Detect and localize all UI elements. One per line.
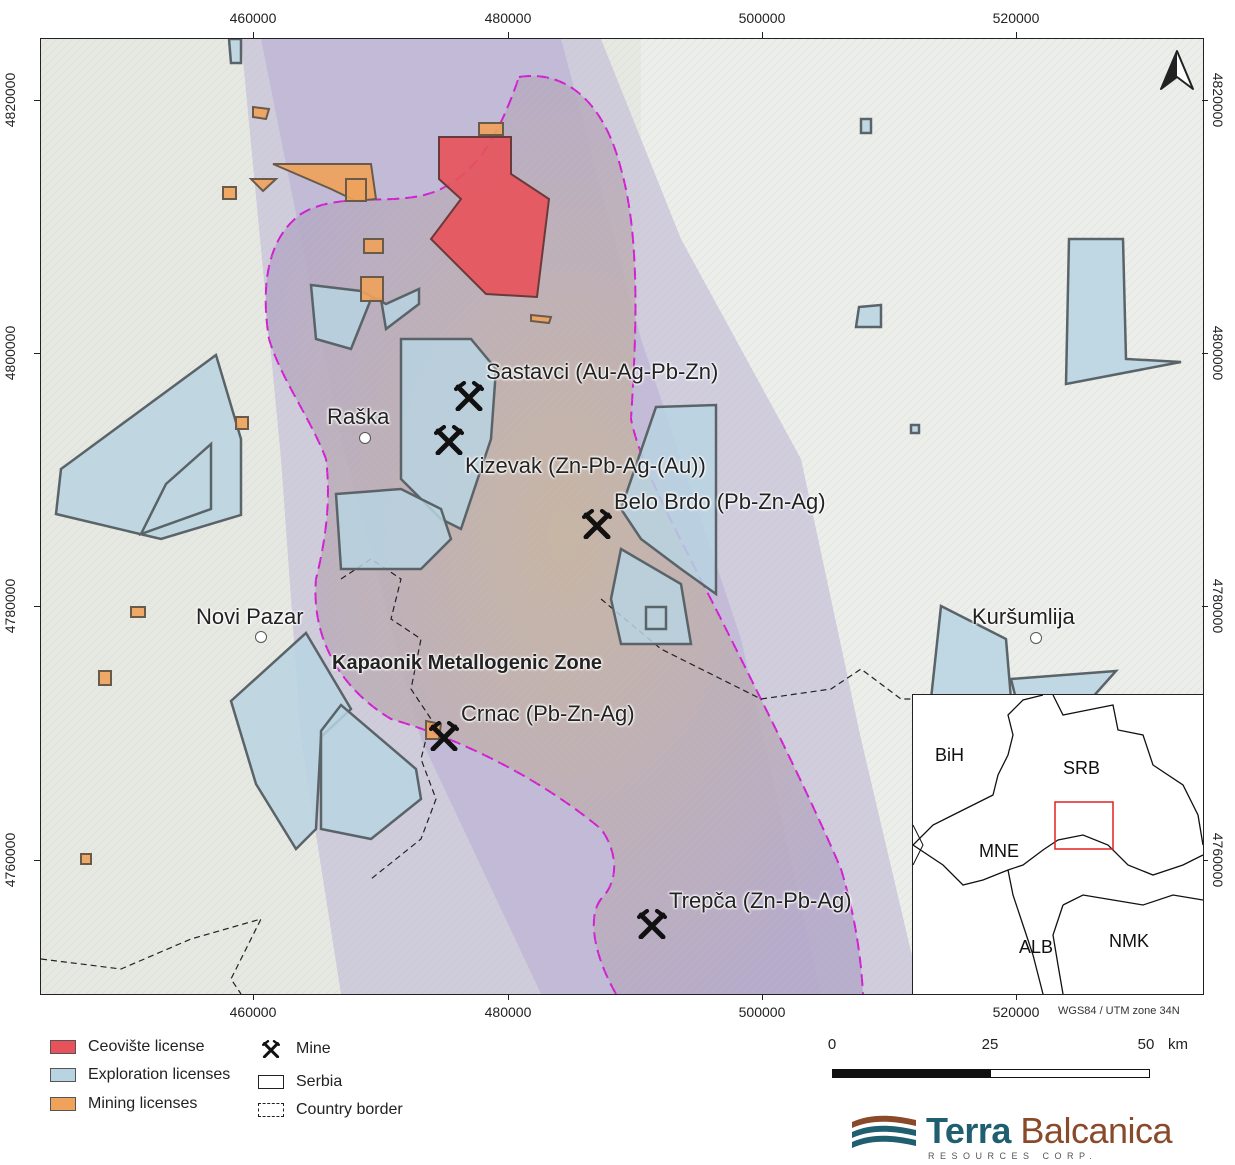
mine-icon[interactable] (454, 381, 484, 411)
inset-label-srb: SRB (1063, 758, 1101, 778)
border-line (913, 834, 1203, 886)
scale-bar-segment (832, 1069, 992, 1078)
x-tick-label: 520000 (992, 1004, 1040, 1020)
scale-bar-segment (990, 1069, 1150, 1078)
scale-label: 25 (981, 1036, 999, 1053)
tick-mark (1016, 32, 1017, 38)
border-line (1052, 904, 1064, 994)
tick-mark (1202, 353, 1208, 354)
town-label-kursumlija: Kuršumlija (972, 604, 1075, 629)
inset-map[interactable]: BiH SRB MNE ALB NMK (912, 694, 1204, 995)
logo-mark-icon (852, 1115, 916, 1148)
legend-label: Mining licenses (88, 1095, 198, 1112)
y-tick-label: 4780000 (1210, 578, 1226, 634)
legend-label: Country border (296, 1101, 403, 1118)
y-tick-label: 4800000 (1210, 325, 1226, 381)
y-tick-label: 4760000 (2, 832, 18, 888)
country-border (41, 558, 914, 994)
mine-label-kizevak: Kizevak (Zn-Pb-Ag-(Au)) (465, 453, 706, 478)
legend-swatch (50, 1040, 76, 1054)
y-tick-label: 4760000 (1210, 832, 1226, 888)
border-line (1062, 894, 1203, 906)
tick-mark (1202, 100, 1208, 101)
x-tick-label: 500000 (738, 10, 786, 26)
legend-item-serbia: Serbia (258, 1073, 342, 1091)
legend-item-exploration: Exploration licenses (50, 1066, 230, 1084)
mining-licenses (80, 105, 553, 865)
inset-label-nmk: NMK (1109, 931, 1149, 951)
mine-icon[interactable] (434, 425, 464, 455)
legend-label: Mine (296, 1040, 331, 1057)
town-label-novi-pazar: Novi Pazar (196, 604, 304, 629)
tick-mark (1016, 994, 1017, 1000)
mine-icon (262, 1040, 280, 1058)
y-tick-label: 4780000 (2, 578, 18, 634)
x-tick-label: 460000 (229, 10, 277, 26)
legend-label: Exploration licenses (88, 1066, 231, 1083)
x-tick-label: 480000 (484, 10, 532, 26)
logo-word-balcanica: Balcanica (1020, 1110, 1172, 1151)
tick-mark (508, 994, 509, 1000)
logo-wordmark: Terra Balcanica (926, 1110, 1172, 1152)
legend-item-mine: Mine (258, 1040, 331, 1058)
tick-mark (762, 32, 763, 38)
town-label-raska: Raška (327, 404, 390, 429)
x-tick-label: 480000 (484, 1004, 532, 1020)
x-tick-label: 520000 (992, 10, 1040, 26)
legend-item-ceoviste: Ceovište license (50, 1038, 205, 1056)
x-tick-label: 500000 (738, 1004, 786, 1020)
scale-label: 50 (1137, 1036, 1155, 1053)
legend-label: Serbia (296, 1073, 343, 1090)
tick-mark (1202, 860, 1208, 861)
tick-mark (34, 353, 40, 354)
mine-label-trepca: Trepča (Zn-Pb-Ag) (669, 888, 852, 913)
mine-label-crnac: Crnac (Pb-Zn-Ag) (461, 701, 635, 726)
inset-label-mne: MNE (979, 841, 1019, 861)
coast-line (913, 824, 924, 866)
legend-item-mining: Mining licenses (50, 1095, 197, 1113)
mine-label-belo-brdo: Belo Brdo (Pb-Zn-Ag) (614, 489, 826, 514)
tick-mark (253, 32, 254, 38)
legend-label: Ceovište license (88, 1038, 205, 1055)
mine-icon[interactable] (637, 909, 667, 939)
tick-mark (1202, 606, 1208, 607)
zone-label: Kapaonik Metallogenic Zone (332, 652, 603, 674)
scale-unit: km (1168, 1036, 1188, 1053)
town-marker-novi-pazar[interactable] (255, 631, 267, 643)
study-area-box (1054, 801, 1114, 850)
north-arrow-icon (1160, 50, 1194, 90)
logo-subtitle: RESOURCES CORP. (928, 1151, 1098, 1161)
legend-swatch (258, 1103, 284, 1117)
inset-canvas (913, 695, 1203, 994)
scale-label: 0 (827, 1036, 837, 1053)
border-line (913, 695, 1203, 846)
legend-swatch (50, 1068, 76, 1082)
legend-swatch (50, 1097, 76, 1111)
inset-label-alb: ALB (1019, 937, 1054, 957)
y-tick-label: 4820000 (2, 72, 18, 128)
crs-note: WGS84 / UTM zone 34N (1058, 1005, 1180, 1017)
y-tick-label: 4820000 (1210, 72, 1226, 128)
tick-mark (762, 994, 763, 1000)
logo-word-terra: Terra (926, 1110, 1011, 1151)
border-line (1007, 869, 1044, 994)
tick-mark (253, 994, 254, 1000)
mine-icon[interactable] (582, 509, 612, 539)
legend-item-country-border: Country border (258, 1101, 403, 1119)
tick-mark (508, 32, 509, 38)
inset-label-bih: BiH (935, 745, 965, 765)
ceoviste-license (429, 136, 551, 299)
tick-mark (34, 860, 40, 861)
town-marker-raska[interactable] (359, 432, 371, 444)
y-tick-label: 4800000 (2, 325, 18, 381)
legend-swatch (258, 1075, 284, 1089)
town-marker-kursumlija[interactable] (1030, 632, 1042, 644)
tick-mark (34, 606, 40, 607)
mine-label-sastavci: Sastavci (Au-Ag-Pb-Zn) (486, 359, 719, 384)
exploration-licenses (54, 39, 1182, 852)
tick-mark (34, 100, 40, 101)
x-tick-label: 460000 (229, 1004, 277, 1020)
mine-icon[interactable] (429, 721, 459, 751)
